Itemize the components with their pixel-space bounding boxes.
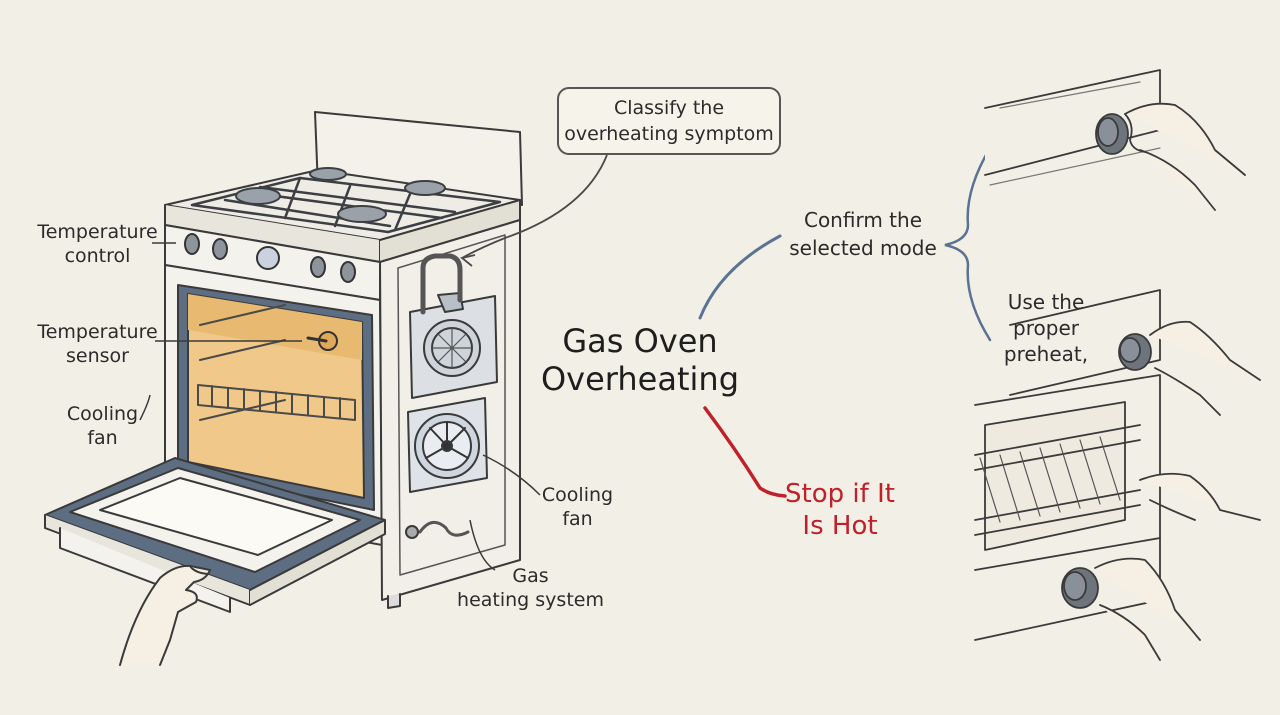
panel-middle-knob [1009,289,1261,416]
label-gas-heating-line2: heating system [457,589,604,611]
step-preheat: Use the proper preheat, [996,289,1096,367]
callout-line1: Classify the [613,97,725,119]
label-cooling-fan-right-line2: fan [562,508,593,530]
panel-top-knob [984,69,1246,211]
step-preheat-line3: preheat, [1003,342,1089,366]
callout-classify-symptom: Classify the overheating symptom [557,87,781,155]
side-fan-lower [407,397,488,493]
callout-arrow [459,154,608,267]
leader-cooling-fan-left [139,394,151,421]
diagram-title-line1: Gas Oven [562,322,718,360]
leader-gas-heating [469,519,496,571]
label-cooling-fan-left: Cooling fan [55,402,150,450]
label-temperature-sensor-line2: sensor [66,345,129,367]
brace-right [944,146,992,342]
label-gas-heating-line1: Gas [512,565,549,587]
oven-leader-lines [139,242,541,571]
step-confirm-mode-line1: Confirm the [803,208,922,232]
temperature-sensor-probe [306,331,338,351]
oven-illustration [44,111,523,666]
step-confirm-mode-line2: selected mode [789,236,937,260]
callout-line2: overheating symptom [564,123,774,145]
label-cooling-fan-left-line2: fan [87,427,118,449]
label-temperature-control-line1: Temperature [37,221,158,243]
diagram-title-line2: Overheating [540,360,739,398]
control-knobs [184,233,356,283]
step-preheat-line2: proper [1013,316,1079,340]
label-temperature-sensor: Temperature sensor [35,320,160,368]
leader-cooling-fan-right [482,454,541,496]
step-confirm-mode: Confirm the selected mode [778,206,948,262]
label-temperature-sensor-line1: Temperature [37,321,158,343]
label-cooling-fan-right-line1: Cooling [541,484,614,506]
label-temperature-control: Temperature control [35,220,160,268]
burners [235,167,446,223]
warning-line1: Stop if It [785,479,895,509]
label-gas-heating-system: Gas heating system [448,564,613,612]
oven-racks [197,304,356,421]
warning-stop-if-hot: Stop if It Is Hot [770,478,910,542]
branch-red-to-stop [703,406,787,498]
side-fan-housing-upper [409,292,498,399]
hand-opening-door [119,564,211,666]
label-temperature-control-line2: control [64,245,131,267]
label-cooling-fan-left-line1: Cooling [66,403,139,425]
panel-bottom-knob [1061,557,1201,661]
warning-line2: Is Hot [802,511,878,541]
step-preheat-line1: Use the [1007,290,1085,314]
right-panels [974,69,1261,661]
branch-lines [698,146,992,498]
panel-oven-rack [974,374,1261,641]
label-cooling-fan-right: Cooling fan [530,483,625,531]
branch-blue-to-confirm [698,234,782,320]
diagram-title: Gas Oven Overheating [540,322,740,398]
